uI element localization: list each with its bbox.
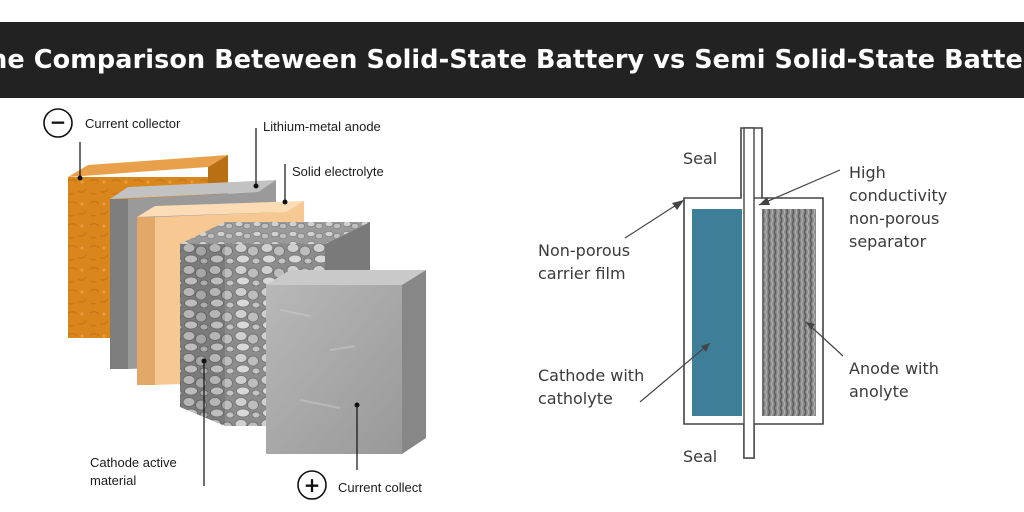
label-current-collector: Current collector	[85, 116, 181, 131]
svg-text:−: −	[50, 110, 67, 134]
leader-dot	[354, 402, 360, 408]
arrowhead	[759, 197, 770, 205]
negative-terminal-icon: −	[43, 108, 73, 138]
positive-terminal-icon: +	[297, 470, 327, 500]
label-cathode-line1: Cathode with	[538, 366, 644, 385]
label-anode-line1: Anode with	[849, 359, 939, 378]
label-anode-line2: anolyte	[849, 382, 909, 401]
label-lithium-metal-anode: Lithium-metal anode	[263, 119, 381, 134]
label-separator-line4: separator	[849, 232, 927, 251]
leader-dot	[282, 199, 288, 205]
label-seal-top: Seal	[683, 149, 717, 168]
svg-text:+: +	[304, 473, 321, 497]
label-carrier-film-line2: carrier film	[538, 264, 626, 283]
label-separator-line1: High	[849, 163, 886, 182]
arrowhead	[806, 322, 815, 330]
leader-dot	[253, 183, 259, 189]
label-separator-line3: non-porous	[849, 209, 939, 228]
semi-solid-state-battery: Seal Seal High conductivity non-porous s…	[538, 127, 947, 466]
leader-dot	[77, 175, 83, 181]
leader-dot	[201, 358, 207, 364]
label-carrier-film-line1: Non-porous	[538, 241, 630, 260]
arrowhead	[701, 343, 710, 352]
label-cathode-line2: catholyte	[538, 389, 613, 408]
title-bar: The Comparison Beteween Solid-State Batt…	[0, 22, 1024, 98]
page-title: The Comparison Beteween Solid-State Batt…	[0, 45, 1024, 75]
label-seal-bottom: Seal	[683, 447, 717, 466]
solid-state-battery: − + Current collector Lithium-metal anod…	[43, 108, 426, 500]
label-cathode-active-line2: material	[90, 473, 136, 488]
label-cathode-active-line1: Cathode active	[90, 455, 177, 470]
label-solid-electrolyte: Solid electrolyte	[292, 164, 384, 179]
label-separator-line2: conductivity	[849, 186, 947, 205]
solid-state-leader-lines	[79, 128, 358, 486]
arrowhead	[672, 200, 684, 210]
label-current-collect: Current collect	[338, 480, 422, 495]
semi-solid-leader-lines	[624, 169, 844, 403]
anode-with-anolyte-block	[762, 209, 816, 416]
positive-current-collector-plate	[266, 270, 426, 454]
separator-tab	[743, 127, 755, 459]
cathode-with-catholyte-block	[692, 209, 742, 416]
